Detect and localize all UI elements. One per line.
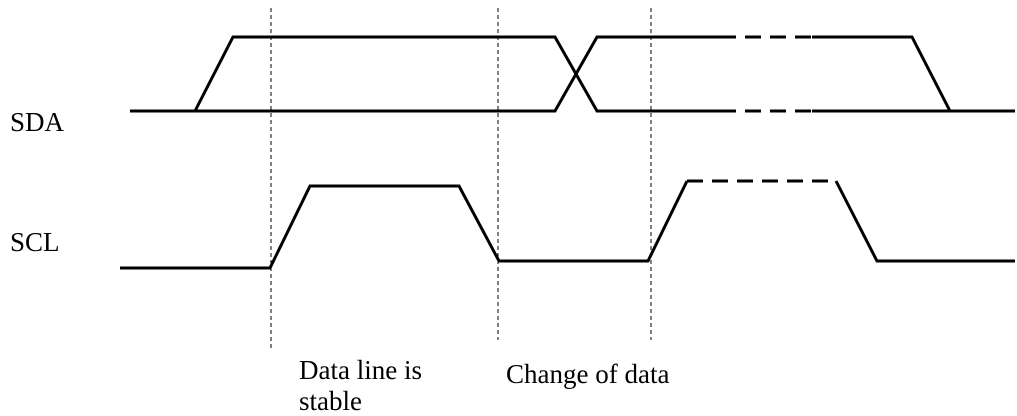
sda-waveform-tail-high bbox=[812, 35, 1015, 113]
sda-label: SDA bbox=[10, 107, 65, 137]
stable-annotation-line1: Data line is bbox=[299, 355, 422, 385]
scl-waveform-tail bbox=[834, 180, 1015, 263]
scl-waveform bbox=[120, 180, 689, 270]
sda-waveform-high-bit bbox=[130, 35, 720, 113]
change-annotation: Change of data bbox=[506, 359, 669, 389]
scl-label: SCL bbox=[10, 227, 60, 257]
sda-waveform-low-bit bbox=[195, 35, 720, 113]
stable-annotation-line2: stable bbox=[299, 386, 362, 416]
